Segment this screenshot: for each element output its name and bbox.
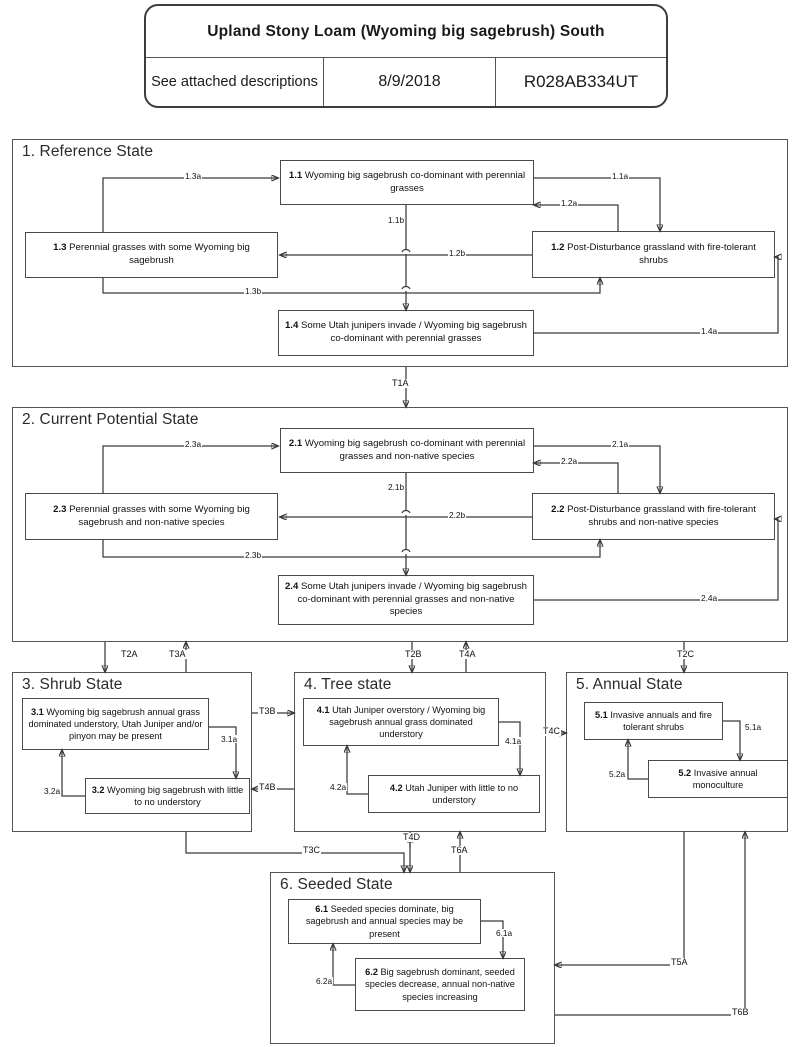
phase-3-2-text: 3.2 Wyoming big sagebrush with little to… [91, 784, 244, 807]
pathway-label-2-4a: 2.4a [700, 593, 719, 603]
phase-3-1-text: 3.1 Wyoming big sagebrush annual grass d… [28, 706, 203, 742]
phase-box-6-2[interactable]: 6.2 Big sagebrush dominant, seeded speci… [355, 958, 525, 1011]
transition-label-T6B: T6B [731, 1007, 750, 1017]
phase-5-1-text: 5.1 Invasive annuals and fire tolerant s… [595, 709, 712, 732]
pathway-label-1-2a: 1.2a [560, 198, 579, 208]
phase-box-4-2[interactable]: 4.2 Utah Juniper with little to no under… [368, 775, 540, 813]
pathway-label-1-2b: 1.2b [448, 248, 467, 258]
transition-label-T3C: T3C [302, 845, 322, 855]
transition-label-T2C: T2C [676, 649, 696, 659]
pathway-label-1-4a: 1.4a [700, 326, 719, 336]
transition-label-T3A: T3A [168, 649, 187, 659]
phase-5-2-text: 5.2 Invasive annual monoculture [678, 767, 758, 790]
transition-label-T2A: T2A [120, 649, 139, 659]
pathway-label-1-1b: 1.1b [387, 215, 406, 225]
pathway-label-4-2a: 4.2a [329, 782, 348, 792]
state-container-annual: 5. Annual State [566, 672, 788, 832]
state-title-4: 4. Tree state [304, 676, 392, 693]
pathway-label-1-3b: 1.3b [244, 286, 263, 296]
transition-label-T4D: T4D [402, 832, 422, 842]
phase-6-2-text: 6.2 Big sagebrush dominant, seeded speci… [365, 967, 515, 1002]
phase-4-2-text: 4.2 Utah Juniper with little to no under… [389, 782, 519, 805]
phase-box-5-2[interactable]: 5.2 Invasive annual monoculture [648, 760, 788, 798]
header-descriptions-cell: See attached descriptions [146, 58, 324, 106]
phase-2-3-text: 2.3 Perennial grasses with some Wyoming … [53, 503, 250, 528]
pathway-label-1-3a: 1.3a [184, 171, 203, 181]
state-title-3: 3. Shrub State [22, 676, 123, 693]
pathway-label-6-1a: 6.1a [495, 928, 514, 938]
state-title-5: 5. Annual State [576, 676, 683, 693]
transition-label-T4B: T4B [258, 782, 277, 792]
pathway-label-2-2a: 2.2a [560, 456, 579, 466]
pathway-label-4-1a: 4.1a [504, 736, 523, 746]
phase-box-4-1[interactable]: 4.1 Utah Juniper overstory / Wyoming big… [303, 698, 499, 746]
phase-box-1-4[interactable]: 1.4 Some Utah junipers invade / Wyoming … [278, 310, 534, 356]
state-title-2: 2. Current Potential State [22, 411, 199, 428]
pathway-label-2-3b: 2.3b [244, 550, 263, 560]
phase-box-3-2[interactable]: 3.2 Wyoming big sagebrush with little to… [85, 778, 250, 814]
pathway-label-6-2a: 6.2a [315, 976, 334, 986]
phase-2-2-text: 2.2 Post-Disturbance grassland with fire… [551, 503, 756, 528]
transition-label-T4A: T4A [458, 649, 477, 659]
transition-label-T2B: T2B [404, 649, 423, 659]
phase-box-3-1[interactable]: 3.1 Wyoming big sagebrush annual grass d… [22, 698, 209, 750]
phase-6-1-text: 6.1 Seeded species dominate, big sagebru… [305, 904, 464, 939]
transition-label-T1A: T1A [391, 378, 410, 388]
phase-1-3-text: 1.3 Perennial grasses with some Wyoming … [53, 242, 250, 266]
phase-1-4-text: 1.4 Some Utah junipers invade / Wyoming … [284, 320, 528, 344]
state-title-1: 1. Reference State [22, 143, 154, 160]
transition-label-T6A: T6A [450, 845, 469, 855]
transition-label-T4C: T4C [542, 726, 562, 736]
pathway-label-1-1a: 1.1a [611, 171, 630, 181]
phase-box-1-2[interactable]: 1.2 Post-Disturbance grassland with fire… [532, 231, 775, 278]
header-card: Upland Stony Loam (Wyoming big sagebrush… [144, 4, 668, 108]
pathway-label-2-2b: 2.2b [448, 510, 467, 520]
phase-box-1-3[interactable]: 1.3 Perennial grasses with some Wyoming … [25, 232, 278, 278]
phase-2-4-text: 2.4 Some Utah junipers invade / Wyoming … [284, 581, 528, 618]
transition-label-T3B: T3B [258, 706, 277, 716]
transition-label-T5A: T5A [670, 957, 689, 967]
phase-box-2-1[interactable]: 2.1 Wyoming big sagebrush co-dominant wi… [280, 428, 534, 473]
pathway-label-5-2a: 5.2a [608, 769, 627, 779]
phase-1-1-text: 1.1 Wyoming big sagebrush co-dominant wi… [288, 169, 526, 194]
header-date-cell: 8/9/2018 [324, 58, 496, 106]
pathway-label-3-1a: 3.1a [220, 734, 239, 744]
header-row: See attached descriptions 8/9/2018 R028A… [146, 58, 666, 106]
phase-box-1-1[interactable]: 1.1 Wyoming big sagebrush co-dominant wi… [280, 160, 534, 205]
phase-2-1-text: 2.1 Wyoming big sagebrush co-dominant wi… [288, 437, 526, 462]
pathway-label-2-3a: 2.3a [184, 439, 203, 449]
header-code-cell: R028AB334UT [523, 72, 639, 92]
phase-box-2-2[interactable]: 2.2 Post-Disturbance grassland with fire… [532, 493, 775, 540]
phase-box-2-3[interactable]: 2.3 Perennial grasses with some Wyoming … [25, 493, 278, 540]
phase-box-2-4[interactable]: 2.4 Some Utah junipers invade / Wyoming … [278, 575, 534, 625]
pathway-label-2-1b: 2.1b [387, 482, 406, 492]
phase-1-2-text: 1.2 Post-Disturbance grassland with fire… [551, 241, 756, 266]
state-title-6: 6. Seeded State [280, 876, 393, 893]
page-title: Upland Stony Loam (Wyoming big sagebrush… [146, 6, 666, 58]
pathway-label-5-1a: 5.1a [744, 722, 763, 732]
phase-box-6-1[interactable]: 6.1 Seeded species dominate, big sagebru… [288, 899, 481, 944]
phase-box-5-1[interactable]: 5.1 Invasive annuals and fire tolerant s… [584, 702, 723, 740]
phase-4-1-text: 4.1 Utah Juniper overstory / Wyoming big… [316, 704, 486, 740]
pathway-label-2-1a: 2.1a [611, 439, 630, 449]
pathway-label-3-2a: 3.2a [43, 786, 62, 796]
